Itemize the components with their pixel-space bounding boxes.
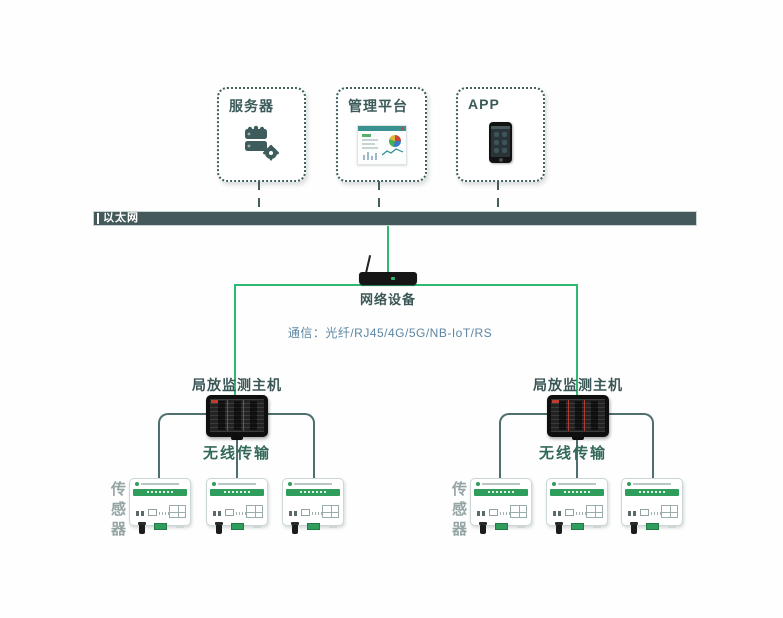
link-router-to-right-host bbox=[576, 284, 578, 398]
ethernet-label: 以太网 bbox=[103, 212, 139, 224]
left-branch-center-stem bbox=[236, 437, 238, 479]
router-led bbox=[391, 277, 395, 280]
right-sensor-1 bbox=[470, 478, 532, 534]
link-router-horizontal bbox=[234, 284, 578, 286]
management-platform-box: 管理平台 bbox=[336, 87, 427, 182]
left-sensor-2 bbox=[206, 478, 268, 534]
left-sensors-group-label: 传感器 bbox=[109, 481, 126, 541]
left-wireless-label: 无线传输 bbox=[202, 445, 271, 462]
communication-caption: 通信：光纤/RJ45/4G/5G/NB-IoT/RS bbox=[287, 326, 493, 340]
network-device-label: 网络设备 bbox=[359, 292, 416, 307]
right-host-monitor-icon bbox=[547, 395, 609, 440]
right-sensors-group-label: 传感器 bbox=[450, 481, 467, 541]
server-box: 服务器 bbox=[217, 87, 306, 182]
left-host-label: 局放监测主机 bbox=[192, 377, 282, 393]
smartphone-icon bbox=[489, 122, 512, 163]
server-box-label: 服务器 bbox=[229, 98, 274, 114]
right-host-label: 局放监测主机 bbox=[533, 377, 623, 393]
left-sensor-3 bbox=[282, 478, 344, 534]
left-host-monitor-icon bbox=[206, 395, 268, 440]
right-wireless-label: 无线传输 bbox=[538, 445, 607, 462]
link-router-to-left-host bbox=[234, 284, 236, 398]
dashed-link-server bbox=[258, 181, 260, 210]
dashed-link-platform bbox=[378, 181, 380, 210]
right-branch-center-stem bbox=[576, 437, 578, 479]
link-ethernet-to-router bbox=[387, 226, 389, 272]
router-icon bbox=[359, 272, 417, 285]
app-box-label: APP bbox=[468, 96, 500, 112]
ethernet-tick bbox=[97, 213, 99, 224]
app-box: APP bbox=[456, 87, 545, 182]
dashed-link-app bbox=[497, 181, 499, 210]
management-platform-label: 管理平台 bbox=[348, 98, 408, 114]
dashboard-icon bbox=[357, 125, 407, 165]
left-sensor-1 bbox=[129, 478, 191, 534]
ethernet-bus: 以太网 bbox=[93, 211, 697, 226]
right-sensor-3 bbox=[621, 478, 683, 534]
server-icon bbox=[241, 125, 281, 170]
right-sensor-2 bbox=[546, 478, 608, 534]
